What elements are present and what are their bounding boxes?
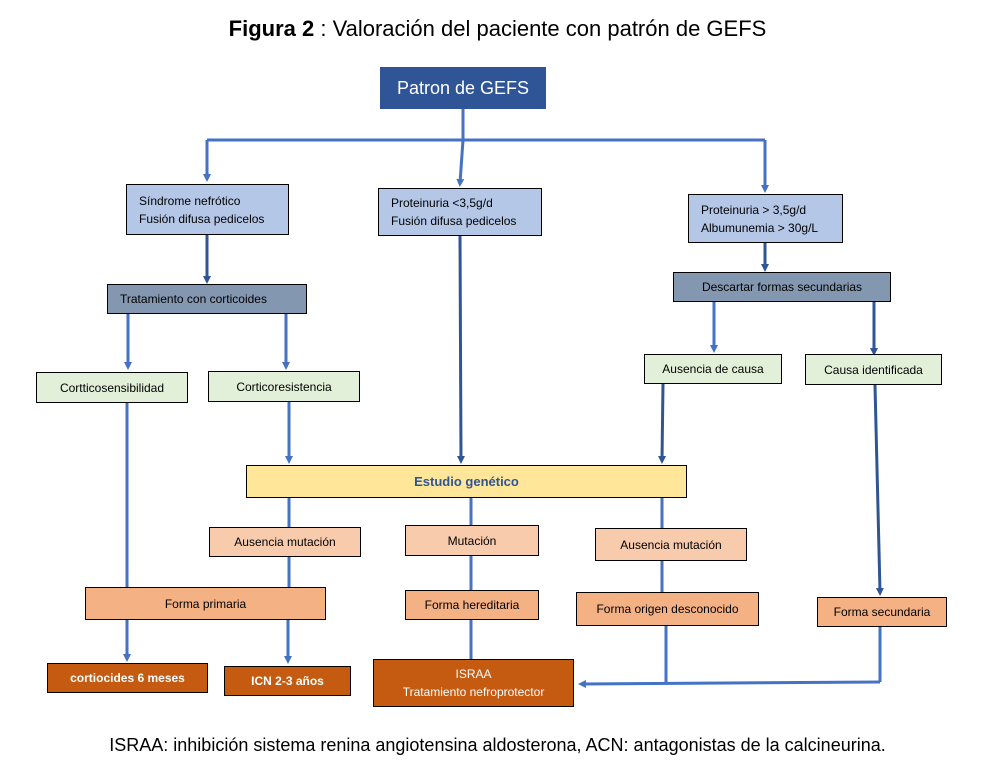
node-israa: ISRAA Tratamiento nefroprotector: [373, 659, 574, 707]
node-israa-line2: Tratamiento nefroprotector: [402, 685, 545, 699]
node-corticores-label: Corticoresistencia: [236, 379, 332, 394]
node-primary-label: Forma primaria: [164, 596, 247, 611]
node-genetic: Estudio genético: [246, 465, 687, 498]
node-secondary-label: Forma secundaria: [833, 605, 931, 619]
node-prot-low-line2: Fusión difusa pedicelos: [391, 214, 517, 228]
node-icn-label: ICN 2-3 años: [251, 674, 324, 688]
node-mutation: Mutación: [405, 525, 539, 556]
node-no-cause: Ausencia de causa: [644, 354, 782, 384]
node-corticoid-tx-label: Tratamiento con corticoides: [120, 292, 267, 306]
node-no-mut-right-label: Ausencia mutación: [620, 537, 722, 552]
figure-title-label: Figura 2: [228, 16, 315, 41]
node-prot-low-line1: Proteinuria <3,5g/d: [391, 196, 493, 210]
arrow-prot-low-genetic: [456, 235, 465, 464]
node-genetic-label: Estudio genético: [414, 474, 519, 489]
node-corticosens: Cortticosensibilidad: [36, 372, 188, 403]
node-no-cause-label: Ausencia de causa: [662, 362, 764, 376]
node-prot-high-line2: Albumunemia > 30g/L: [701, 220, 819, 235]
node-prot-high-line1: Proteinuria > 3,5g/d: [701, 202, 807, 217]
figure-title: Figura 2 : Valoración del paciente con p…: [0, 16, 995, 42]
node-rule-out-label: Descartar formas secundarias: [701, 280, 863, 294]
node-nephrotic-line2: Fusión difusa pedicelos: [139, 211, 265, 226]
node-corticoid-tx: Tratamiento con corticoides: [107, 284, 307, 314]
node-nephrotic: Síndrome nefrótico Fusión difusa pedicel…: [126, 184, 289, 235]
node-nephrotic-line1: Síndrome nefrótico: [139, 193, 241, 208]
node-corticosens-label: Cortticosensibilidad: [59, 380, 165, 395]
node-no-mut-left-label: Ausencia mutación: [234, 535, 336, 549]
node-mutation-label: Mutación: [447, 533, 497, 548]
node-icn: ICN 2-3 años: [224, 666, 351, 696]
node-root: Patron de GEFS: [380, 67, 546, 109]
node-secondary: Forma secundaria: [817, 597, 947, 627]
arrow-to-israa: [578, 679, 881, 688]
node-cause-found-label: Causa identificada: [824, 362, 923, 377]
node-unknown: Forma origen desconocido: [576, 592, 759, 626]
node-cause-found: Causa identificada: [805, 354, 942, 385]
node-cort6: cortiocides 6 meses: [47, 663, 208, 693]
node-hereditary-label: Forma hereditaria: [424, 598, 520, 612]
node-no-mut-right: Ausencia mutación: [595, 528, 747, 561]
node-unknown-label: Forma origen desconocido: [596, 602, 739, 616]
arrow-to-prot-low: [456, 139, 465, 187]
node-no-mut-left: Ausencia mutación: [209, 527, 361, 557]
node-corticores: Corticoresistencia: [208, 371, 360, 402]
arrow-no-cause-genetic: [658, 383, 667, 464]
node-hereditary: Forma hereditaria: [405, 590, 539, 620]
node-cort6-label: cortiocides 6 meses: [70, 671, 185, 685]
node-root-label: Patron de GEFS: [396, 77, 530, 98]
node-prot-low: Proteinuria <3,5g/d Fusión difusa pedice…: [378, 188, 542, 236]
arrow-cause-secondary: [873, 384, 884, 596]
node-prot-high: Proteinuria > 3,5g/d Albumunemia > 30g/L: [688, 194, 843, 243]
node-rule-out: Descartar formas secundarias: [673, 272, 891, 302]
node-primary: Forma primaria: [85, 587, 326, 620]
node-israa-line1: ISRAA: [455, 667, 492, 681]
footnote: ISRAA: inhibición sistema renina angiote…: [109, 735, 886, 755]
figure-title-text: : Valoración del paciente con patrón de …: [314, 16, 767, 41]
